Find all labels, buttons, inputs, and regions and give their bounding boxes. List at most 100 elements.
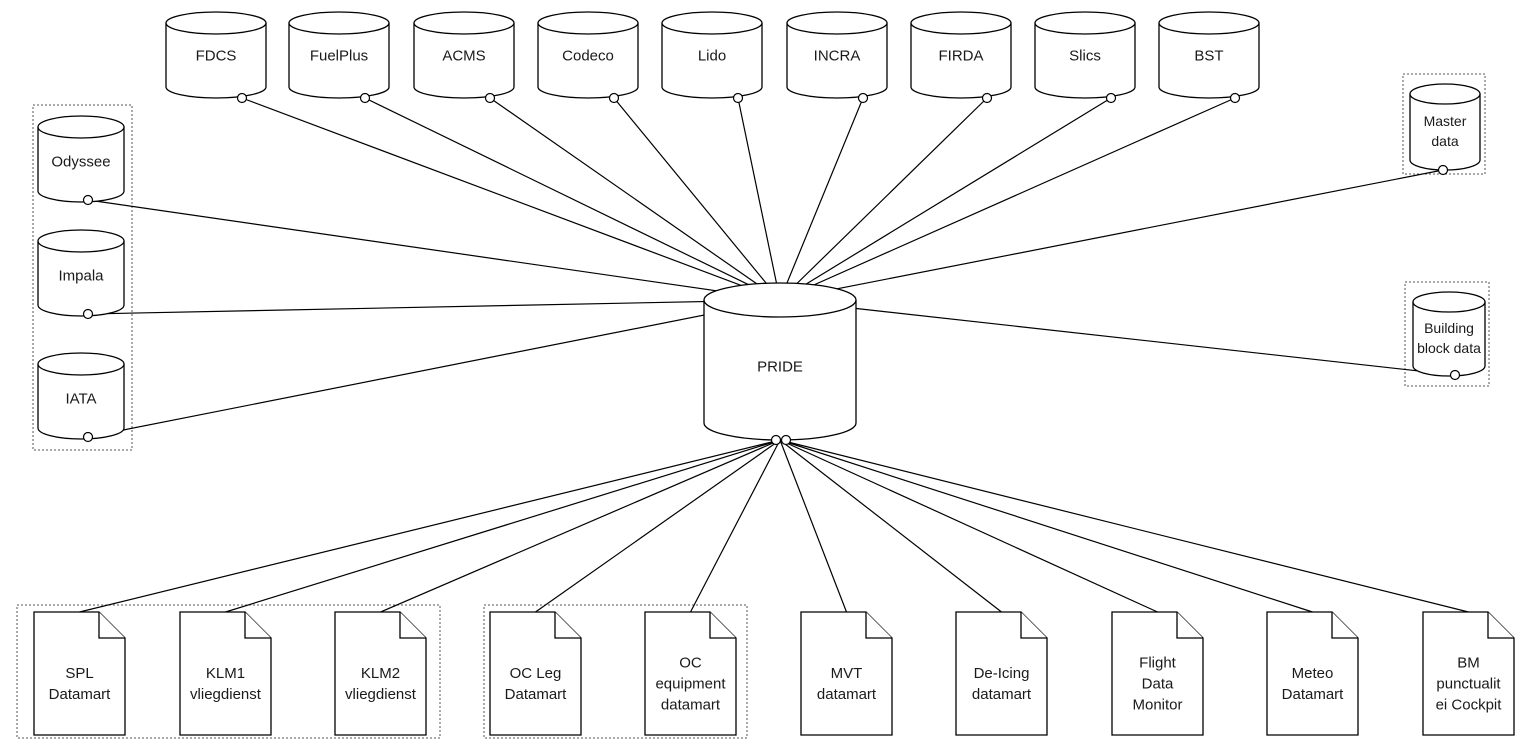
shape-label: Building <box>1424 320 1474 336</box>
source-acms: ACMS <box>413 11 515 99</box>
shape-label: datamart <box>972 686 1032 703</box>
hub-bottom-port <box>770 434 782 446</box>
source-odyssee: Odyssee <box>37 115 125 203</box>
document-body <box>334 611 427 736</box>
source-label: Slics <box>1069 48 1101 65</box>
document-fold <box>1487 612 1514 639</box>
shape-label: Data <box>1142 676 1174 693</box>
cylinder-rim <box>1158 22 1260 35</box>
source-slics: Slics <box>1034 11 1136 99</box>
connector-bm-punctualitei-cockpit <box>779 439 1469 613</box>
cylinder-rim <box>1034 22 1136 35</box>
shape-label: punctualit <box>1436 676 1501 693</box>
source-lido: Lido <box>661 11 763 99</box>
shape-label: KLM2 <box>361 665 400 682</box>
shape-label: Datamart <box>1282 686 1345 703</box>
source-codeco: Codeco <box>537 11 639 99</box>
source-fuelplus: FuelPlus <box>288 11 390 99</box>
document-fold <box>554 612 581 639</box>
cylinder-rim <box>661 22 763 35</box>
cylinder-body <box>37 229 125 317</box>
datamart-de-icing-datamart: De-Icing datamart <box>955 611 1048 736</box>
cylinder-rim <box>537 22 639 35</box>
cylinder-rim <box>1409 93 1481 105</box>
cylinder-body <box>537 11 639 99</box>
document-body <box>644 611 737 736</box>
cylinder-body <box>703 282 857 441</box>
cylinder-rim <box>703 299 857 318</box>
datamart-klm2-vliegdienst: KLM2 vliegdienst <box>334 611 427 736</box>
connector-bst <box>779 97 1236 301</box>
document-fold <box>399 612 426 639</box>
connector-oc-leg-datamart <box>535 439 781 613</box>
source-label: FuelPlus <box>310 48 368 65</box>
cylinder-body <box>661 11 763 99</box>
port-fuelplus <box>359 92 371 104</box>
cylinder-body <box>37 352 125 440</box>
connector-mvt-datamart <box>779 439 848 613</box>
shape-label: datamart <box>817 686 877 703</box>
source-label: INCRA <box>814 48 861 65</box>
shape-label: SPL <box>65 665 93 682</box>
dotted-group-box <box>1402 73 1486 175</box>
shape-label: vliegdienst <box>345 686 417 703</box>
cylinder-body <box>413 11 515 99</box>
document-fold <box>1020 612 1047 639</box>
shape-label: Meteo <box>1292 665 1334 682</box>
cylinder-body <box>1412 291 1486 377</box>
hub-bottom-port <box>780 434 792 446</box>
source-iata: IATA <box>37 352 125 440</box>
cylinder-rim <box>1412 301 1486 313</box>
connector-impala <box>87 299 781 315</box>
connector-incra <box>779 97 864 301</box>
hub-label: PRIDE <box>757 359 803 376</box>
document-body <box>489 611 582 736</box>
connectors <box>79 97 1469 613</box>
document-body <box>179 611 272 736</box>
cylinder-rim <box>37 240 125 253</box>
shape-label: OC <box>679 655 702 672</box>
shape-label: Datamart <box>49 686 112 703</box>
connector-odyssee <box>87 199 781 301</box>
document-fold <box>1331 612 1358 639</box>
dotted-group-box <box>16 604 441 739</box>
connector-de-icing-datamart <box>779 439 1002 613</box>
shape-label: Datamart <box>505 686 568 703</box>
connector-lido <box>737 97 781 301</box>
shape-label: Master <box>1424 113 1467 129</box>
source-label: BST <box>1194 48 1223 65</box>
connector-codeco <box>613 97 781 301</box>
group-boxes <box>16 73 1490 739</box>
source-label: Impala <box>58 268 104 285</box>
document-body <box>955 611 1048 736</box>
source-bst: BST <box>1158 11 1260 99</box>
shape-label: KLM1 <box>206 665 245 682</box>
cylinder-rim <box>288 22 390 35</box>
source-label: FDCS <box>196 48 237 65</box>
port-acms <box>484 92 496 104</box>
port-odyssee <box>82 194 94 206</box>
dotted-group-box <box>483 604 748 739</box>
shape-label: OC Leg <box>510 665 562 682</box>
document-fold <box>98 612 125 639</box>
shape-label: De-Icing <box>974 665 1030 682</box>
source-incra: INCRA <box>786 11 888 99</box>
cylinder-body <box>1409 83 1481 171</box>
cylinder-rim <box>37 363 125 376</box>
cylinder-body <box>1034 11 1136 99</box>
connector-firda <box>779 97 988 301</box>
shape-label: block data <box>1417 340 1481 356</box>
cylinder-body <box>37 115 125 203</box>
connector-flight-data-monitor <box>779 439 1158 613</box>
cylinder-rim <box>165 22 267 35</box>
document-fold <box>709 612 736 639</box>
shape-label: data <box>1431 133 1458 149</box>
cylinder-body <box>288 11 390 99</box>
